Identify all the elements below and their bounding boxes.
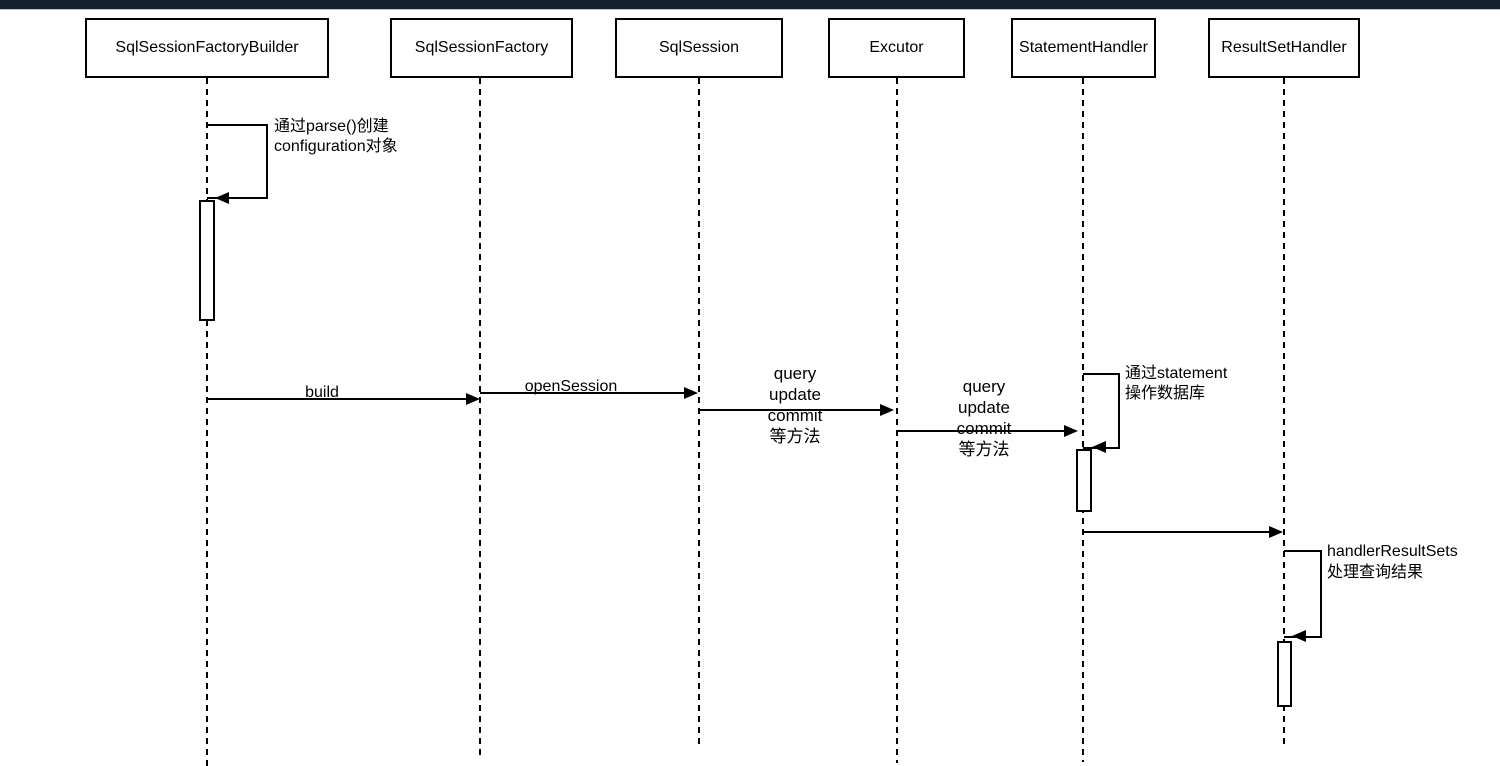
lifeline-excutor bbox=[896, 78, 898, 763]
lifeline-sqlsession bbox=[698, 78, 700, 747]
message-label-result-note: handlerResultSets 处理查询结果 bbox=[1327, 543, 1458, 581]
arrowhead-left-icon bbox=[1292, 630, 1306, 642]
participant-label: Excutor bbox=[869, 39, 924, 56]
lifeline-sqlsessionfactory bbox=[479, 78, 481, 757]
message-label-build: build bbox=[305, 384, 339, 401]
window-top-bar bbox=[0, 0, 1500, 10]
arrowhead-left-icon bbox=[215, 192, 229, 204]
participant-label: ResultSetHandler bbox=[1221, 39, 1347, 56]
self-message-loop-statement bbox=[1083, 373, 1120, 449]
arrowhead-right-icon bbox=[466, 393, 480, 405]
message-line-query1 bbox=[700, 409, 882, 411]
lifeline-resultsethandler bbox=[1283, 78, 1285, 747]
participant-label: SqlSessionFactoryBuilder bbox=[115, 39, 299, 56]
activation-bar-sqlsessionfactorybuilder bbox=[199, 200, 215, 321]
participant-box-sqlsession: SqlSession bbox=[615, 18, 783, 78]
arrowhead-right-icon bbox=[1269, 526, 1283, 538]
participant-label: StatementHandler bbox=[1019, 39, 1148, 56]
message-line-opensession bbox=[480, 392, 686, 394]
participant-box-resultsethandler: ResultSetHandler bbox=[1208, 18, 1360, 78]
participant-box-statementhandler: StatementHandler bbox=[1011, 18, 1156, 78]
arrowhead-right-icon bbox=[684, 387, 698, 399]
activation-bar-resultsethandler bbox=[1277, 641, 1292, 707]
arrowhead-right-icon bbox=[880, 404, 894, 416]
message-line-query2 bbox=[897, 430, 1064, 432]
lifeline-sqlsessionfactorybuilder bbox=[206, 78, 208, 766]
message-label-query1: query update commit 等方法 bbox=[767, 364, 823, 446]
participant-label: SqlSession bbox=[658, 39, 740, 56]
self-message-loop-parse bbox=[207, 124, 268, 199]
activation-bar-statementhandler bbox=[1076, 449, 1092, 512]
participant-label: SqlSessionFactory bbox=[414, 39, 549, 56]
message-line-build bbox=[207, 398, 468, 400]
self-message-loop-handlerresultsets bbox=[1284, 550, 1322, 638]
message-label-opensession: openSession bbox=[524, 378, 618, 395]
arrowhead-left-icon bbox=[1092, 441, 1106, 453]
participant-box-excutor: Excutor bbox=[828, 18, 965, 78]
message-label-statement-note: 通过statement 操作数据库 bbox=[1125, 365, 1228, 402]
participant-box-sqlsessionfactorybuilder: SqlSessionFactoryBuilder bbox=[85, 18, 329, 78]
lifeline-statementhandler bbox=[1082, 78, 1084, 762]
arrowhead-right-icon bbox=[1064, 425, 1078, 437]
message-label-query2: query update commit 等方法 bbox=[956, 377, 1012, 459]
message-line-handleresult bbox=[1083, 531, 1269, 533]
participant-box-sqlsessionfactory: SqlSessionFactory bbox=[390, 18, 573, 78]
message-label-parse-note: 通过parse()创建 configuration对象 bbox=[274, 118, 398, 155]
